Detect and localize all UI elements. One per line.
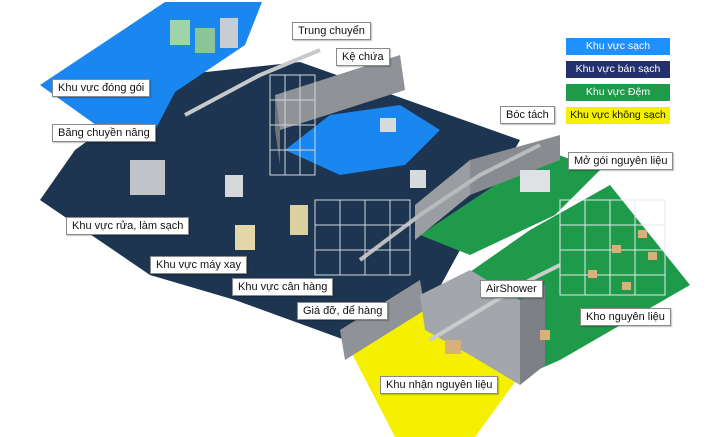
machine [380,118,396,132]
machine [290,205,308,235]
label-dong-goi: Khu vực đóng gói [52,79,151,97]
machine [170,20,190,45]
machine [235,225,255,250]
label-mo-goi: Mở gói nguyên liệu [568,152,674,170]
machine [195,28,215,53]
label-boc-tach: Bóc tách [500,106,555,124]
legend-item-buffer: Khu vực Đệm [566,84,670,101]
storage-rack [269,74,316,176]
storage-rack [314,199,411,276]
legend-item-semi-clean: Khu vực bán sạch [566,61,670,78]
machine [130,160,165,195]
wall [340,280,425,360]
label-trung-chuyen: Trung chuyển [292,22,371,40]
label-rua-lam-sach: Khu vực rửa, làm sạch [66,217,190,235]
machine [220,18,238,48]
clean-zone-floor-right [285,105,440,175]
legend-item-clean: Khu vực sạch [566,38,670,55]
unclean-zone-floor [345,300,520,437]
label-may-xay: Khu vực máy xay [150,256,248,274]
label-ke-chua: Kệ chứa [336,48,390,66]
label-kho-nguyen-lieu: Kho nguyên liệu [580,308,671,326]
pallets [445,230,657,354]
machine [520,170,550,192]
label-airshower: AirShower [480,280,543,298]
wall [275,95,280,165]
buffer-zone-floor-upper [420,150,600,255]
wall [470,135,560,195]
label-nhan-nguyen-lieu: Khu nhận nguyên liệu [380,376,499,394]
legend-item-unclean: Khu vực không sạch [566,107,670,124]
label-bang-chuyen-nang: Băng chuyền nâng [52,124,156,142]
conveyor [184,48,321,117]
wall [275,55,405,130]
machine [410,170,426,188]
wall [520,285,545,385]
label-can-hang: Khu vực cân hàng [232,278,334,296]
legend: Khu vực sạch Khu vực bán sạch Khu vực Đệ… [566,38,670,130]
machine [225,175,243,197]
label-gia-do: Giá đỡ, để hàng [297,302,389,320]
